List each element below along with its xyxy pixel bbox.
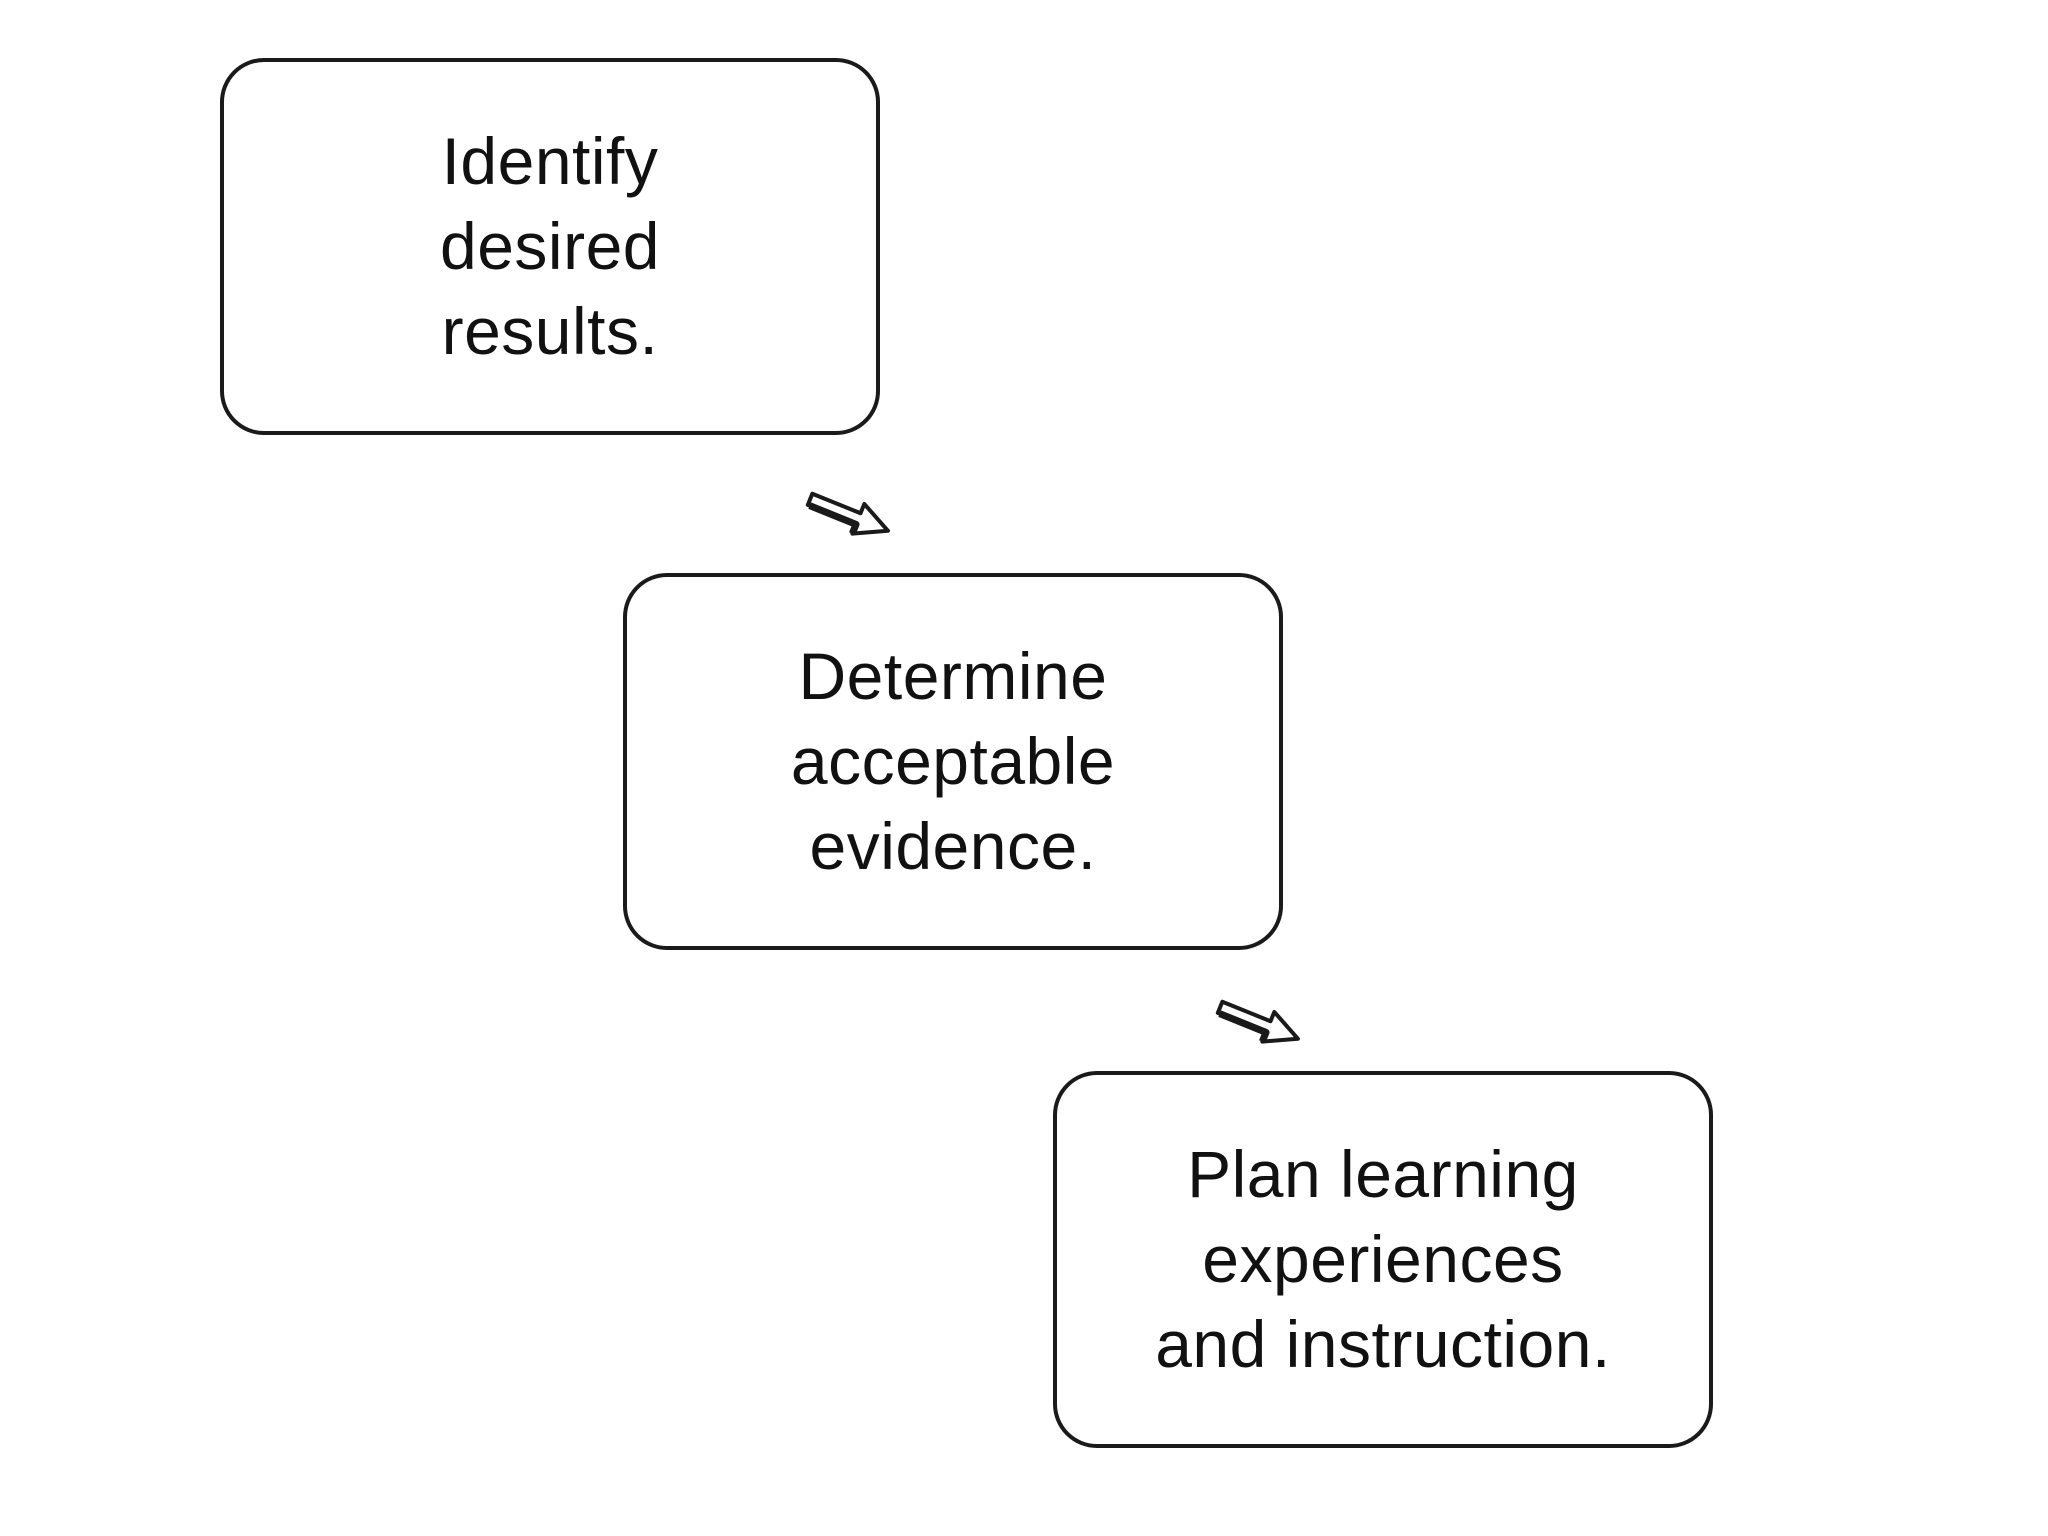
step-text-line: desired [440,209,660,283]
step-text: Plan learning experiences and instructio… [1155,1132,1611,1387]
arrow-down-right-icon [1215,999,1300,1044]
step-text: Identify desired results. [440,119,660,374]
step-text-line: and instruction. [1155,1307,1611,1381]
step-box-identify-results: Identify desired results. [220,58,880,435]
step-box-determine-evidence: Determine acceptable evidence. [623,573,1283,950]
step-text: Determine acceptable evidence. [791,634,1115,889]
step-text-line: results. [441,294,659,368]
step-box-plan-instruction: Plan learning experiences and instructio… [1053,1071,1713,1448]
step-text-line: acceptable [790,724,1116,798]
step-text-line: experiences [1202,1222,1564,1296]
step-text-line: Determine [798,639,1108,713]
step-text-line: Plan learning [1187,1137,1579,1211]
arrow-down-right-icon [805,491,890,536]
step-text-line: evidence. [809,809,1097,883]
step-text-line: Identify [441,124,659,198]
